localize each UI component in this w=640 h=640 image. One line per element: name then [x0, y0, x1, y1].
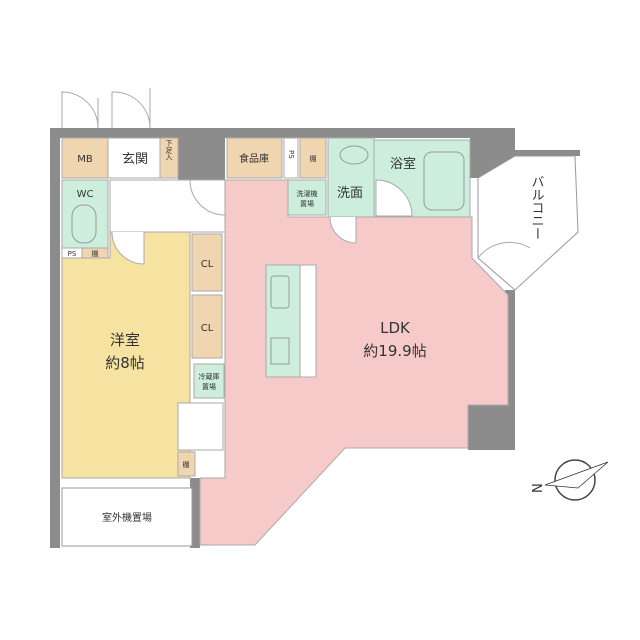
label-washing-machine-2: 置場: [300, 199, 314, 208]
bathtub-icon: [423, 151, 465, 211]
label-bedroom-size: 約8帖: [105, 354, 145, 372]
label-ps-wc: PS: [68, 250, 77, 258]
walls: [50, 128, 580, 548]
label-shelf-bedroom: 棚: [183, 460, 190, 469]
label-ldk-size: 約19.9帖: [363, 342, 426, 360]
label-ldk-name: LDK: [380, 319, 411, 337]
room-shoe-box: [159, 137, 179, 179]
room-fridge: [193, 363, 225, 399]
label-mb: MB: [77, 154, 93, 165]
entry-doors: [61, 88, 151, 129]
balcony-door: [477, 241, 531, 259]
bath-door: [375, 179, 413, 217]
room-entrance: [107, 137, 161, 179]
room-outdoor-unit: [61, 487, 193, 547]
room-closet-1: [191, 233, 223, 292]
label-bedroom-name: 洋室: [110, 331, 140, 349]
sink-icon: [339, 145, 369, 165]
room-ps-top: [283, 137, 299, 179]
label-shelf-wc: 棚: [92, 249, 99, 258]
label-washroom: 洗面: [337, 186, 363, 201]
label-outdoor-unit: 室外機置場: [102, 511, 152, 524]
washroom-door: [329, 216, 357, 244]
door-arc: [189, 179, 226, 216]
toilet-icon: [71, 204, 97, 244]
label-closet-2: CL: [201, 323, 214, 334]
label-pantry: 食品庫: [239, 152, 269, 165]
label-fridge-1: 冷蔵庫: [199, 372, 220, 381]
cooktop-icon: [270, 275, 290, 309]
room-shelf-bedroom: [177, 451, 196, 477]
label-fridge-2: 置場: [202, 382, 216, 391]
room-washing-machine: [287, 179, 327, 216]
label-shelf-top: 棚: [310, 154, 317, 163]
kitchen-sink-icon: [270, 337, 290, 365]
label-bathroom: 浴室: [390, 156, 416, 172]
bedroom-door: [111, 231, 145, 265]
compass-label: N: [531, 483, 546, 493]
room-pantry: [226, 137, 283, 179]
room-closet-2: [191, 294, 223, 359]
label-shoe-box: 下足入: [165, 140, 173, 161]
room-mb: [61, 137, 109, 179]
label-wc: WC: [77, 189, 94, 200]
room-shelf-wc: [81, 247, 109, 259]
label-balcony: バルコニー: [529, 175, 545, 240]
label-washing-machine-1: 洗濯機: [297, 189, 318, 198]
room-shelf-top: [299, 137, 327, 179]
utility-space: [177, 402, 224, 451]
compass: N: [531, 459, 609, 501]
hallway: [109, 179, 226, 233]
kitchen-island: [265, 264, 317, 378]
label-ps-top: PS: [287, 150, 295, 159]
label-closet-1: CL: [201, 259, 214, 270]
label-entrance: 玄関: [122, 152, 148, 167]
